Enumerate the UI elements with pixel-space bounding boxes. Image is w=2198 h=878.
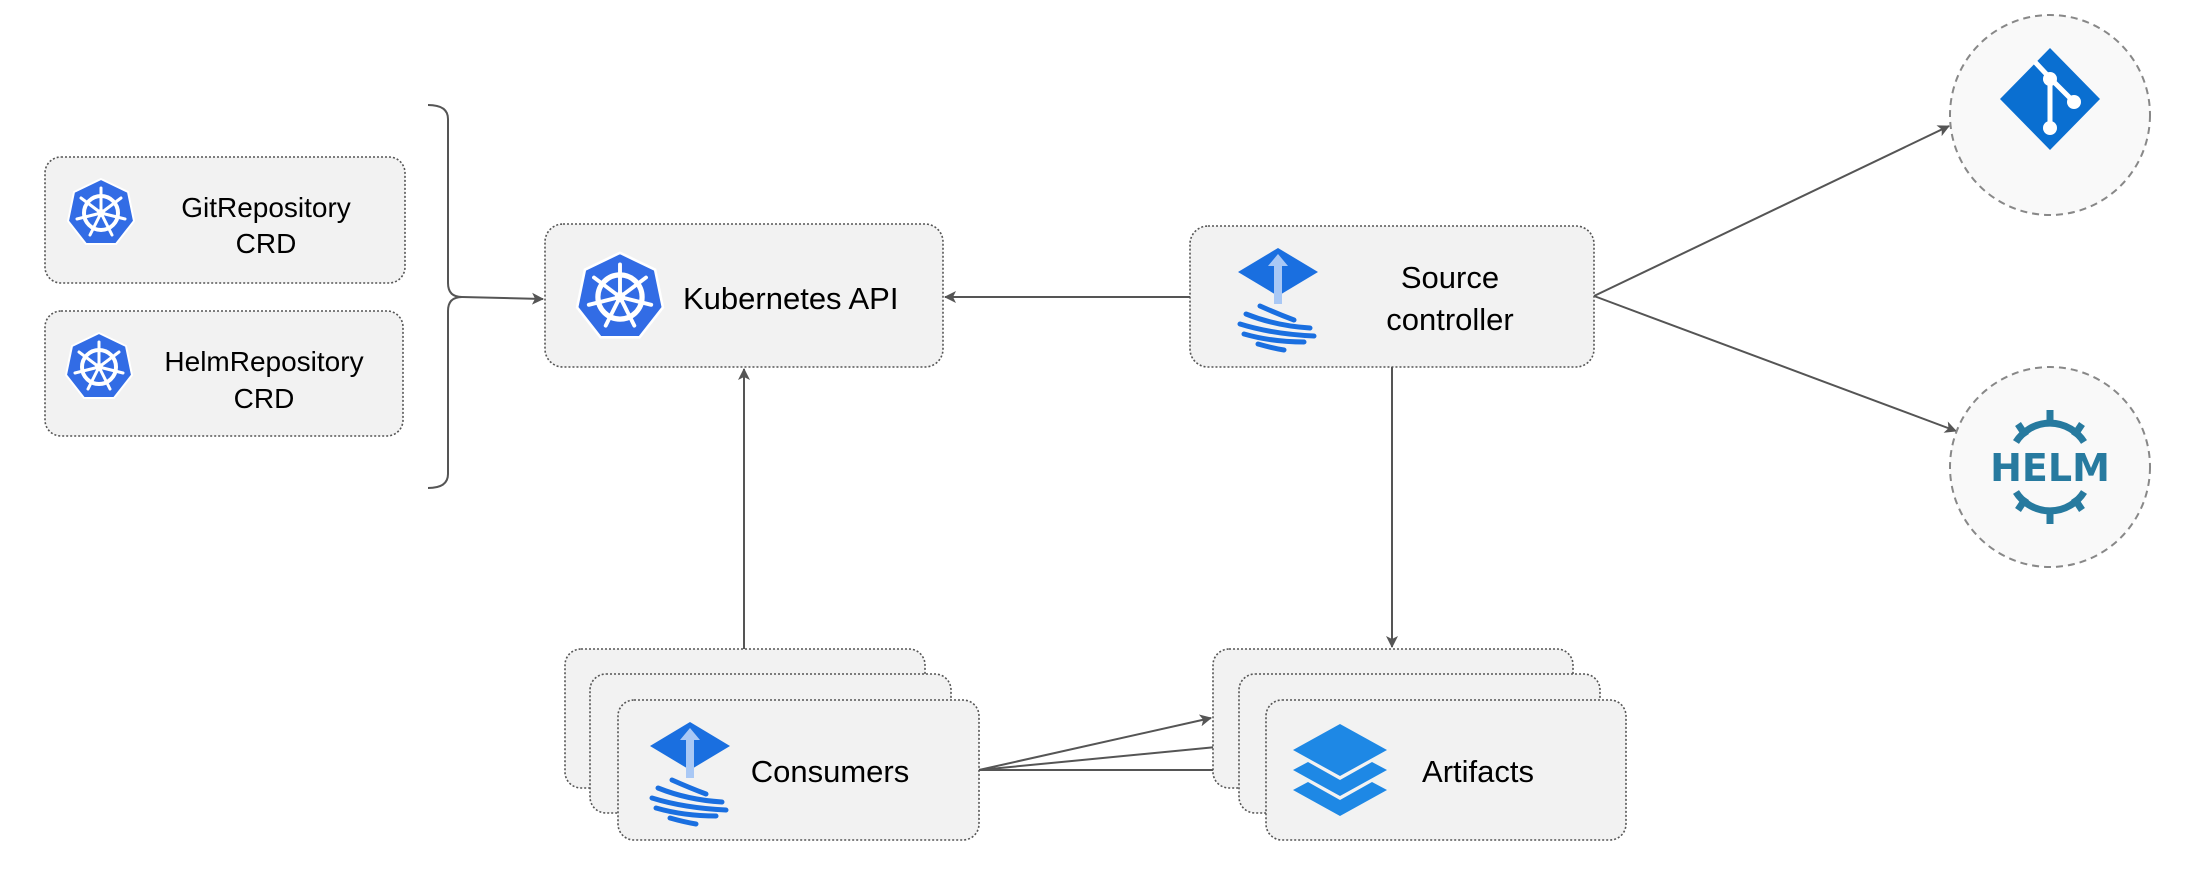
git-icon (2000, 48, 2100, 150)
node-label: HelmRepository (164, 346, 363, 377)
edge-source-controller-to-git (1593, 125, 1950, 297)
node-helm-repository-crd[interactable]: HelmRepository CRD (44, 310, 404, 437)
node-consumers[interactable]: Consumers (564, 648, 980, 841)
node-artifacts[interactable]: Artifacts (1212, 648, 1627, 841)
node-label: Artifacts (1422, 754, 1534, 789)
node-helm[interactable]: HELM (1949, 366, 2151, 568)
node-git[interactable] (1949, 14, 2151, 216)
helm-logo-text: HELM (1990, 446, 2110, 490)
node-kubernetes-api[interactable]: Kubernetes API (544, 223, 944, 368)
edge-consumers-to-artifacts-1 (978, 714, 1212, 771)
edge-consumers-to-artifacts-2 (978, 740, 1238, 771)
node-label: CRD (236, 228, 297, 259)
node-label: CRD (234, 383, 295, 414)
node-label: Kubernetes API (683, 281, 898, 316)
edge-crds-to-kubernetes-api (461, 292, 544, 305)
node-label: controller (1386, 302, 1514, 337)
node-source-controller[interactable]: Source controller (1189, 225, 1595, 368)
layers-icon (1293, 724, 1387, 816)
node-label: Consumers (751, 754, 910, 789)
node-label: GitRepository (181, 192, 351, 223)
crd-bracket (427, 104, 463, 489)
node-git-repository-crd[interactable]: GitRepository CRD (44, 156, 406, 284)
helm-icon (2013, 410, 2087, 524)
edge-source-controller-to-helm (1593, 295, 1957, 433)
node-label: Source (1401, 260, 1499, 295)
